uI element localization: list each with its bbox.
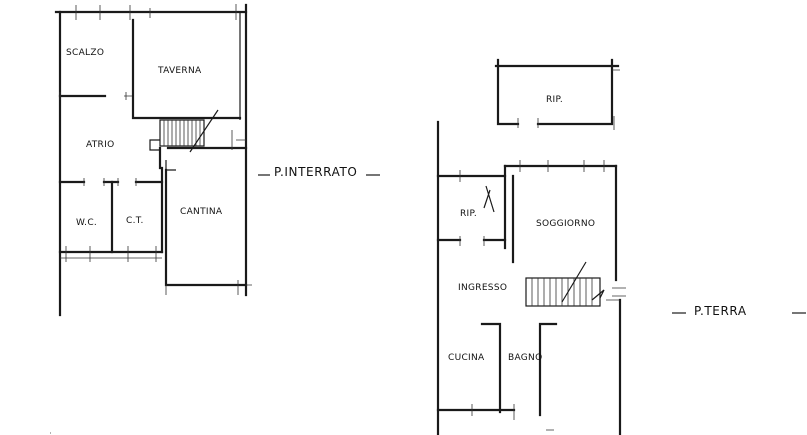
floor-label-ground: P.TERRA — [694, 304, 747, 318]
room-label-cantina: CANTINA — [180, 207, 223, 217]
room-label-ingresso: INGRESSO — [458, 283, 507, 293]
ground-top-ticks — [459, 160, 605, 182]
bathroom-right-wall — [538, 322, 558, 417]
ground-right-ticks — [606, 287, 626, 301]
room-label-taverna: TAVERNA — [157, 66, 202, 76]
room-label-bagno: BAGNO — [508, 353, 542, 363]
storage-left-wall — [496, 58, 520, 126]
cellar-door-mark — [165, 160, 176, 171]
ground-rip-door-ticks — [459, 236, 485, 246]
basement-mid-ticks — [231, 130, 246, 150]
ground-stairs — [525, 261, 605, 307]
floor-label-basement: P.INTERRATO — [274, 165, 357, 179]
basement-stairs — [149, 109, 219, 153]
cellar-walls — [164, 168, 248, 287]
ground-plan: RIP. RIP. SOGGIORNO INGRESSO CUCINA BAGN… — [436, 58, 626, 435]
basement-plan: SCALZO TAVERNA ATRIO W.C. C.T. CANTINA — [54, 3, 252, 317]
room-label-atrio: ATRIO — [86, 140, 114, 150]
room-label-cucina: CUCINA — [448, 353, 485, 363]
ground-rip-hatch — [483, 185, 495, 213]
cellar-ticks — [165, 280, 252, 295]
kitchen-right-wall — [480, 322, 502, 414]
ground-bottom-ticks — [471, 404, 554, 431]
storage-bottom-right-wall — [536, 58, 614, 126]
tavern-walls — [131, 18, 242, 120]
room-label-soggiorno: SOGGIORNO — [536, 219, 595, 229]
floor-label-ground-group: P.TERRA — [672, 304, 806, 318]
basement-bottom-ticks — [60, 246, 162, 262]
floor-label-basement-group: P.INTERRATO — [258, 165, 380, 179]
room-label-ct: C.T. — [126, 216, 144, 226]
storage-ticks — [517, 69, 620, 130]
room-label-scalzo: SCALZO — [66, 48, 104, 58]
tavern-door-mark — [124, 92, 132, 100]
ground-wall-top — [436, 164, 618, 178]
room-label-rip-small: RIP. — [460, 209, 477, 219]
room-label-wc: W.C. — [76, 218, 97, 228]
room-label-rip-top: RIP. — [546, 95, 563, 105]
basement-wc-door-ticks — [83, 178, 137, 186]
basement-ticks-top — [75, 4, 237, 20]
basement-mid-wall — [158, 146, 248, 170]
